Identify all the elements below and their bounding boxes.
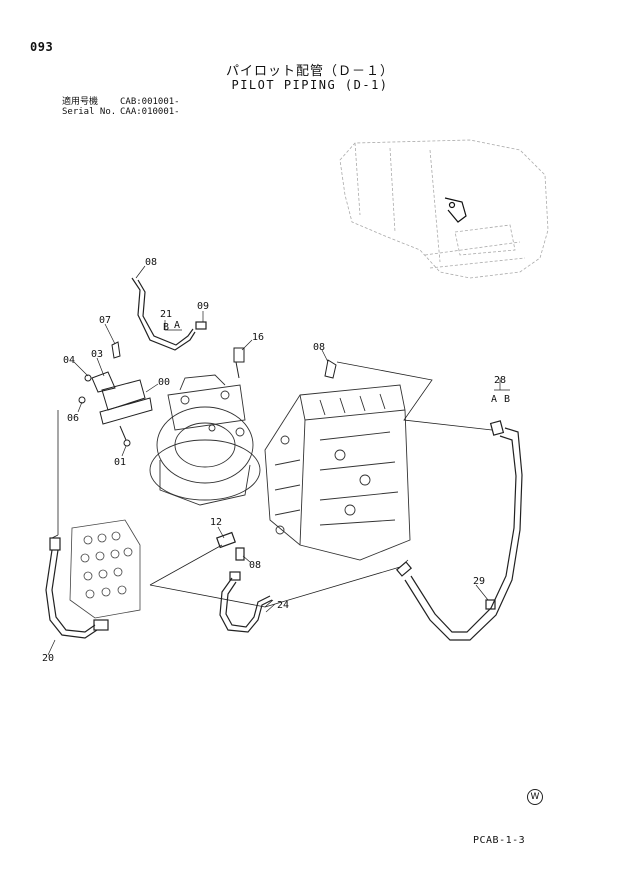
callout-29: 29 bbox=[473, 576, 485, 587]
callout-00: 00 bbox=[158, 377, 170, 388]
callout-01: 01 bbox=[114, 457, 126, 468]
pilot-valve-block bbox=[69, 519, 141, 619]
hose-right bbox=[395, 420, 523, 641]
bracket-assembly bbox=[78, 341, 153, 447]
page-title-japanese: パイロット配管（Ｄ－１） bbox=[225, 64, 394, 79]
mark-b-28: B bbox=[504, 394, 510, 405]
fitting-08-mid bbox=[324, 359, 337, 379]
callout-08-mid: 08 bbox=[313, 342, 325, 353]
mark-a-21: A bbox=[174, 320, 180, 331]
applicable-label: 適用号機 bbox=[62, 97, 99, 107]
hose-upper-left bbox=[131, 277, 207, 351]
callout-21: 21 bbox=[160, 309, 172, 320]
callout-04: 04 bbox=[63, 355, 75, 366]
applicable-value: CAB:001001- bbox=[120, 97, 180, 107]
callout-09: 09 bbox=[197, 301, 209, 312]
hose-lower-mid bbox=[216, 531, 273, 633]
serial-info: 適用号機 CAB:001001- Serial No.CAA:010001- bbox=[62, 97, 180, 117]
page-number: 093 bbox=[30, 40, 54, 54]
callout-24: 24 bbox=[277, 600, 289, 611]
serial-row: Serial No.CAA:010001- bbox=[62, 107, 180, 117]
w-mark: W bbox=[527, 789, 543, 805]
machine-silhouette bbox=[339, 139, 549, 279]
callout-07: 07 bbox=[99, 315, 111, 326]
callout-16: 16 bbox=[252, 332, 264, 343]
fitting-16 bbox=[233, 347, 245, 379]
callout-08-low: 08 bbox=[249, 560, 261, 571]
machine-highlight bbox=[444, 197, 467, 223]
callout-20: 20 bbox=[42, 653, 54, 664]
serial-value: CAA:010001- bbox=[120, 107, 180, 117]
callout-08-top: 08 bbox=[145, 257, 157, 268]
control-valve bbox=[264, 384, 411, 561]
mark-b-21: B bbox=[163, 322, 169, 333]
mark-a-28: A bbox=[491, 394, 497, 405]
serial-label: Serial No. bbox=[62, 107, 117, 117]
callout-12: 12 bbox=[210, 517, 222, 528]
callout-03: 03 bbox=[91, 349, 103, 360]
footer-code: PCAB-1-3 bbox=[473, 835, 526, 846]
pump-assembly bbox=[149, 374, 261, 506]
page-title-english: PILOT PIPING (D-1) bbox=[231, 78, 389, 92]
hose-lower-left bbox=[45, 537, 109, 639]
callout-leaders bbox=[47, 265, 510, 656]
callout-06: 06 bbox=[67, 413, 79, 424]
callout-28: 28 bbox=[494, 375, 506, 386]
reference-lines bbox=[51, 361, 493, 608]
applicable-row: 適用号機 CAB:001001- bbox=[62, 97, 180, 107]
